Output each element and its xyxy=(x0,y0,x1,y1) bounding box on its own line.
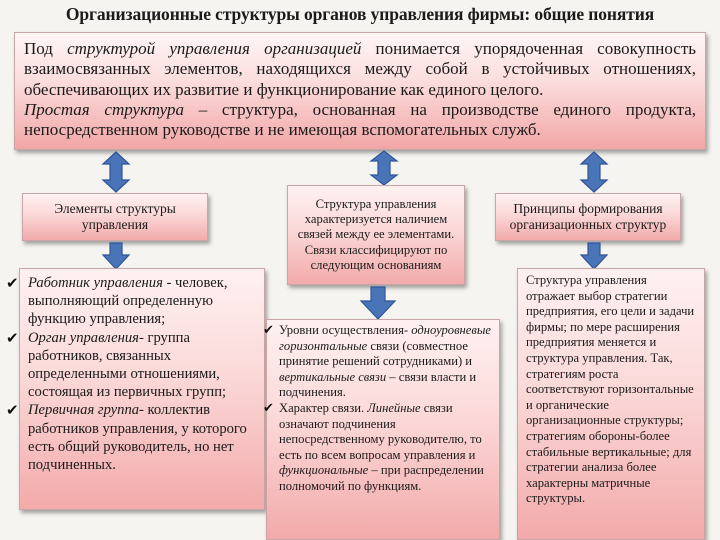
check-mark-icon: ✔ xyxy=(6,274,19,292)
definition-simple-structure: Простая структура – структура, основанна… xyxy=(24,99,696,140)
list-item: ✔Характер связи. Линейные связи означают… xyxy=(263,400,484,493)
double-arrow-left xyxy=(101,151,131,193)
list-item: ✔Работник управления - человек, выполняю… xyxy=(6,274,228,328)
structure-links-box: Структура управления характеризуется нал… xyxy=(287,185,465,285)
down-arrow-center xyxy=(359,286,397,320)
list-item: ✔Первичная группа- коллектив работников … xyxy=(6,401,247,474)
page-title: Организационные структуры органов управл… xyxy=(65,4,655,24)
check-mark-icon: ✔ xyxy=(6,401,19,420)
links-classification-box: ✔Уровни осуществления- одноуровневые гор… xyxy=(263,319,500,540)
down-arrow-right xyxy=(579,242,609,270)
term-simple-structure: Простая структура xyxy=(24,99,184,119)
down-arrow-left xyxy=(101,242,131,270)
check-mark-icon: ✔ xyxy=(6,328,19,347)
check-mark-icon: ✔ xyxy=(263,400,274,416)
definition-box: Под структурой управления организацией п… xyxy=(14,32,706,150)
double-arrow-right xyxy=(579,151,609,193)
principles-text-box: Структура управления отражает выбор стра… xyxy=(517,268,705,540)
elements-list-box: ✔Работник управления - человек, выполняю… xyxy=(6,268,265,510)
principles-text: Структура управления отражает выбор стра… xyxy=(526,273,695,506)
elements-box: Элементы структуры управления xyxy=(22,193,208,241)
definition-structure: Под структурой управления организацией п… xyxy=(24,39,696,99)
list-item: ✔Уровни осуществления- одноуровневые гор… xyxy=(263,323,491,400)
principles-box: Принципы формирования организационных ст… xyxy=(495,193,681,241)
list-item: ✔Орган управления- группа работников, св… xyxy=(6,328,227,401)
term-structure: структурой управления организацией xyxy=(67,39,362,58)
double-arrow-center xyxy=(369,150,399,186)
check-mark-icon: ✔ xyxy=(263,323,274,338)
